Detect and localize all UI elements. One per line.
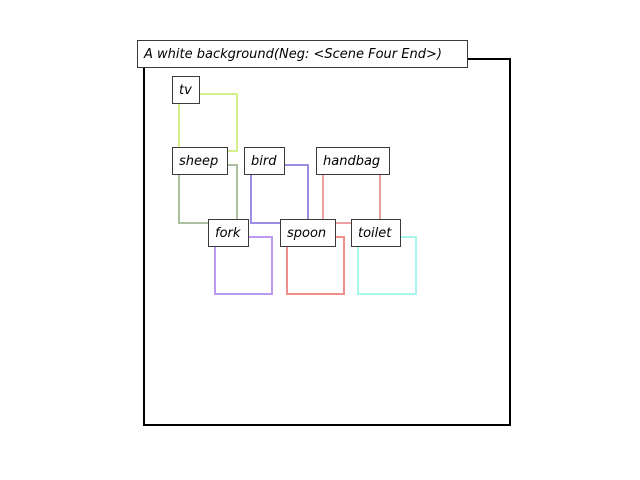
object-label-spoon: spoon: [280, 219, 336, 247]
object-label-fork: fork: [208, 219, 249, 247]
object-label-sheep: sheep: [172, 147, 228, 175]
object-label-handbag: handbag: [316, 147, 390, 175]
object-label-toilet: toilet: [351, 219, 401, 247]
object-label-bird: bird: [244, 147, 285, 175]
caption-box: A white background(Neg: <Scene Four End>…: [137, 40, 468, 68]
object-label-handbag-text: handbag: [323, 154, 380, 169]
caption-text: A white background(Neg: <Scene Four End>…: [143, 47, 442, 62]
object-label-sheep-text: sheep: [179, 154, 218, 169]
object-label-tv: tv: [172, 76, 200, 104]
object-label-tv-text: tv: [179, 83, 192, 98]
object-label-spoon-text: spoon: [287, 226, 326, 241]
object-label-bird-text: bird: [251, 154, 277, 169]
object-label-toilet-text: toilet: [358, 226, 392, 241]
object-label-fork-text: fork: [215, 226, 241, 241]
